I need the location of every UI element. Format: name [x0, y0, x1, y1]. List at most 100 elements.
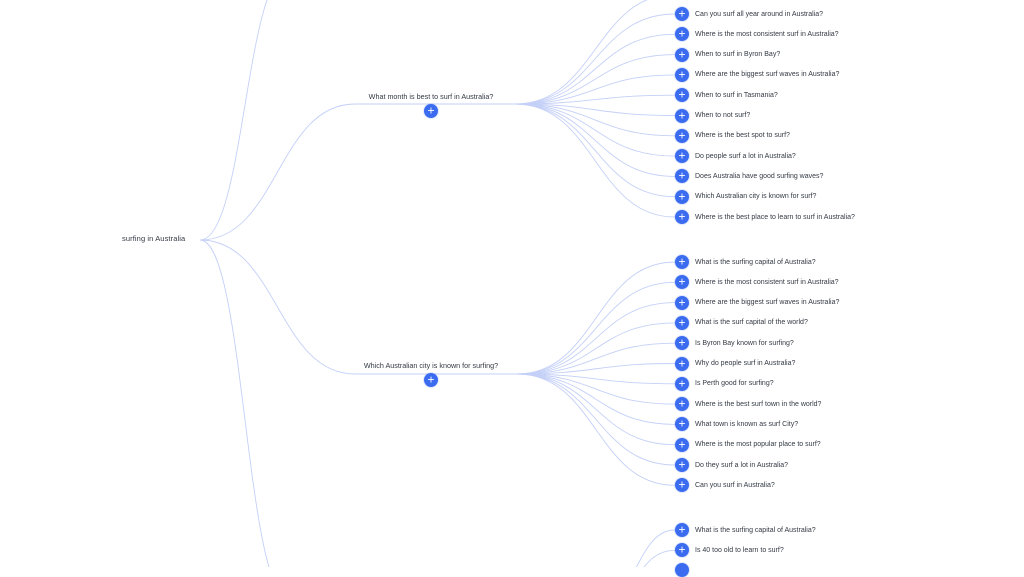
- connector-line: [514, 103, 676, 198]
- expand-question-button[interactable]: +: [675, 458, 689, 472]
- expand-question-button[interactable]: +: [675, 7, 689, 21]
- question-item[interactable]: + What is the surfing capital of Australi…: [675, 255, 816, 269]
- connector-line: [514, 103, 676, 137]
- expand-question-button[interactable]: +: [675, 356, 689, 371]
- plus-icon: +: [678, 148, 686, 163]
- question-text: Can you surf in Australia?: [695, 481, 775, 489]
- plus-icon: +: [678, 189, 686, 204]
- plus-icon: +: [678, 457, 686, 472]
- question-item[interactable]: + Where is the best spot to surf?: [675, 128, 790, 143]
- question-text: Where is the most consistent surf in Aus…: [695, 30, 839, 38]
- connector-line: [514, 103, 676, 157]
- plus-icon: +: [427, 103, 435, 118]
- question-item[interactable]: + What town is known as surf City?: [675, 417, 799, 432]
- expand-question-button[interactable]: +: [675, 88, 689, 103]
- connector-line: [514, 54, 676, 105]
- question-item[interactable]: + Where is the best surf town in the worl…: [675, 396, 822, 412]
- branch-node-label[interactable]: What month is best to surf in Australia?: [368, 92, 494, 101]
- expand-question-button[interactable]: +: [675, 295, 689, 310]
- connector-line: [516, 373, 676, 425]
- expand-question-button[interactable]: +: [675, 148, 689, 164]
- expand-question-button[interactable]: +: [675, 189, 689, 204]
- question-text: Does Australia have good surfing waves?: [695, 172, 824, 180]
- connector-line: [514, 103, 676, 218]
- plus-icon: +: [678, 108, 686, 122]
- connector-line: [516, 261, 676, 375]
- question-text: What is the surfing capital of Australia…: [695, 258, 816, 266]
- plus-icon: +: [678, 254, 686, 269]
- expand-question-button[interactable]: +: [675, 376, 689, 391]
- expand-question-button[interactable]: +: [675, 543, 689, 558]
- question-item[interactable]: + Where is the most consistent surf in Au…: [675, 275, 839, 290]
- question-item[interactable]: +When to not surf?: [675, 108, 750, 123]
- question-item[interactable]: + Where is the most consistent surf in Au…: [675, 27, 839, 42]
- connector-line: [516, 363, 676, 375]
- expand-question-button[interactable]: +: [675, 396, 689, 412]
- plus-icon: +: [678, 522, 686, 537]
- question-text: Do they surf a lot in Australia?: [695, 461, 788, 469]
- branch-node-label[interactable]: Which Australian city is known for surfi…: [363, 361, 499, 370]
- question-item[interactable]: +Can you surf all year around in Austral…: [675, 7, 823, 21]
- connector-line: [516, 322, 676, 375]
- expand-question-button[interactable]: +: [675, 108, 689, 123]
- plus-icon: +: [678, 209, 686, 224]
- expand-question-button[interactable]: +: [675, 477, 689, 493]
- expand-question-button[interactable]: +: [675, 315, 689, 330]
- expand-question-button[interactable]: +: [675, 523, 689, 537]
- question-item[interactable]: +What is the surfing capital of Australi…: [675, 523, 816, 537]
- expand-branch-button[interactable]: +: [424, 104, 438, 118]
- expand-question-button[interactable]: +: [675, 335, 689, 351]
- question-text: What town is known as surf City?: [695, 420, 799, 428]
- question-item[interactable]: +Where is the most popular place to surf…: [675, 437, 821, 452]
- question-text: Do people surf a lot in Australia?: [695, 152, 796, 160]
- question-item[interactable]: + Do people surf a lot in Australia?: [675, 148, 796, 164]
- plus-icon: +: [678, 335, 686, 350]
- question-item[interactable]: + Where are the biggest surf waves in Aus…: [675, 295, 840, 310]
- plus-icon: +: [678, 295, 686, 310]
- connector-line: [635, 529, 676, 567]
- connector-line: [516, 373, 676, 486]
- question-text: When to surf in Tasmania?: [695, 91, 778, 99]
- question-text: Where are the biggest surf waves in Aust…: [695, 299, 840, 307]
- plus-icon: +: [678, 437, 686, 452]
- question-text: Where is the most consistent surf in Aus…: [695, 278, 839, 286]
- connector-line: [516, 373, 676, 446]
- expand-question-button[interactable]: +: [675, 417, 689, 432]
- root-node-label[interactable]: surfing in Australia: [122, 234, 186, 243]
- question-text: Where is the best spot to surf?: [695, 132, 790, 140]
- question-text: Which Australian city is known for surf?: [695, 193, 817, 201]
- question-item[interactable]: +Is Byron Bay known for surfing?: [675, 335, 794, 351]
- expand-question-button[interactable]: +: [675, 169, 689, 184]
- expand-question-button[interactable]: +: [675, 255, 689, 269]
- question-text: What is the surf capital of the world?: [695, 319, 808, 327]
- question-text: Where is the best surf town in the world…: [695, 400, 822, 408]
- plus-icon: +: [678, 47, 686, 62]
- question-item[interactable]: +Why do people surf in Australia?: [675, 356, 795, 371]
- expand-question-button[interactable]: [675, 563, 689, 577]
- connector-line: [199, 103, 356, 241]
- expand-question-button[interactable]: +: [675, 128, 689, 143]
- question-item[interactable]: + When to surf in Tasmania?: [675, 88, 778, 103]
- plus-icon: +: [678, 477, 686, 492]
- question-item[interactable]: +Is 40 too old to learn to surf?: [675, 543, 784, 558]
- question-item[interactable]: + What is the surf capital of the world?: [675, 315, 808, 330]
- question-item[interactable]: + Do they surf a lot in Australia?: [675, 458, 788, 472]
- plus-icon: +: [678, 396, 686, 411]
- question-item[interactable]: + Can you surf in Australia?: [675, 477, 775, 493]
- question-item[interactable]: + Which Australian city is known for surf…: [675, 189, 817, 204]
- question-item[interactable]: +Where is the best place to learn to sur…: [675, 210, 855, 224]
- question-item[interactable]: +When to surf in Byron Bay?: [675, 47, 780, 62]
- connector-line: [516, 302, 676, 375]
- expand-question-button[interactable]: +: [675, 275, 689, 290]
- expand-question-button[interactable]: +: [675, 437, 689, 452]
- expand-question-button[interactable]: +: [675, 47, 689, 62]
- expand-question-button[interactable]: +: [675, 210, 689, 224]
- expand-branch-button[interactable]: +: [424, 373, 438, 387]
- question-text: Is Perth good for surfing?: [695, 380, 774, 388]
- question-item[interactable]: +Where are the biggest surf waves in Aus…: [675, 67, 839, 82]
- expand-question-button[interactable]: +: [675, 67, 689, 82]
- expand-question-button[interactable]: +: [675, 27, 689, 42]
- question-item[interactable]: + Is Perth good for surfing?: [675, 376, 774, 391]
- plus-icon: +: [678, 6, 686, 21]
- question-item[interactable]: + Does Australia have good surfing waves?: [675, 169, 824, 184]
